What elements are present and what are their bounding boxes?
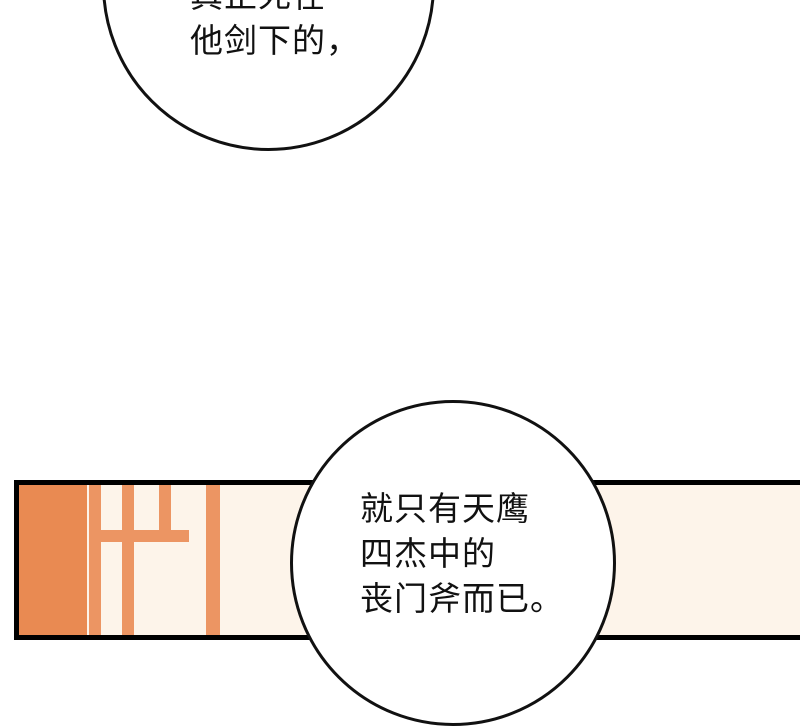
speech-text-bottom: 就只有天鹰 四杰中的 丧门斧而已。 [360, 486, 564, 621]
speech-line: 四杰中的 [360, 534, 496, 573]
speech-line: 就只有天鹰 [360, 489, 530, 528]
lattice-frame [122, 485, 134, 635]
lattice-frame [89, 530, 189, 542]
speech-line: 丧门斧而已。 [360, 579, 564, 618]
speech-line: 真正死在 [190, 0, 360, 18]
lattice-frame [159, 485, 171, 542]
speech-text-top: 真正死在 他剑下的， [190, 0, 360, 63]
wooden-pillar [19, 485, 87, 635]
lattice-frame [206, 485, 220, 635]
lattice-frame [89, 485, 101, 635]
speech-line: 他剑下的， [190, 21, 360, 60]
